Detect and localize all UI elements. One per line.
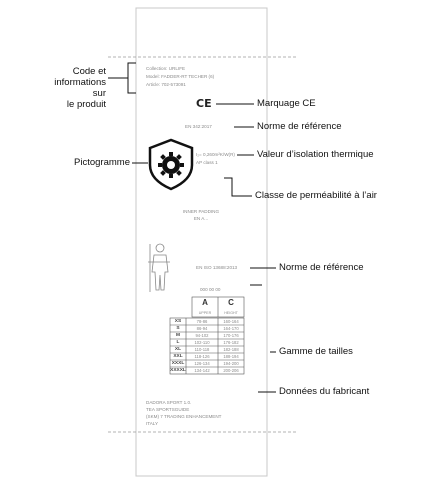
label-wash-note-1: INNER PADDING bbox=[182, 209, 220, 214]
label-article: Article: 702-573091 bbox=[146, 82, 186, 87]
label-en-norm-top: EN 342:2017 bbox=[185, 124, 212, 129]
size-cell-a: 78-86 bbox=[196, 319, 208, 324]
size-cell-c: 194-200 bbox=[223, 361, 239, 366]
label-air-class: AP class 1 bbox=[196, 160, 218, 165]
manufacturer-line-2: TEA SPORTSGUIDE bbox=[146, 407, 190, 412]
size-cell-c: 176-182 bbox=[223, 340, 239, 345]
size-col-c-sub: HEIGHT bbox=[224, 311, 238, 315]
size-cell-a: 110-118 bbox=[194, 347, 210, 352]
label-wash-note-2: EN A... bbox=[193, 216, 209, 221]
callout-manufacturer-data: Données du fabricant bbox=[279, 386, 370, 397]
callout-pictogram: Pictogramme bbox=[74, 157, 130, 168]
protection-pictogram-icon bbox=[148, 138, 194, 191]
callout-thermal-insulation: Valeur d’isolation thermique bbox=[257, 149, 374, 160]
size-cell-a: 126-134 bbox=[194, 361, 210, 366]
size-table-grid bbox=[169, 296, 245, 375]
manufacturer-line-4: ITALY bbox=[146, 421, 159, 426]
size-cell-label: M bbox=[176, 333, 180, 338]
size-cell-a: 94-102 bbox=[195, 333, 209, 338]
ce-mark: CE bbox=[196, 97, 212, 110]
size-cell-c: 182-188 bbox=[223, 347, 239, 352]
size-cell-a: 86-94 bbox=[196, 326, 208, 331]
size-col-a-sub: UPPER bbox=[198, 311, 212, 315]
callout-size-range: Gamme de tailles bbox=[279, 346, 353, 357]
size-cell-c: 164-170 bbox=[223, 326, 239, 331]
size-cell-a: 134-142 bbox=[194, 368, 210, 373]
size-cell-label: XXXXL bbox=[170, 368, 186, 373]
size-cell-label: XXL bbox=[173, 354, 183, 359]
label-insulation-value: I₂= 0,260m²K/W(R) bbox=[196, 152, 235, 157]
callout-air-permeability: Classe de perméabilité à l’air bbox=[255, 190, 377, 201]
size-cell-c: 200-206 bbox=[223, 368, 239, 373]
body-measurement-figure-icon bbox=[148, 243, 170, 292]
product-code-bracket bbox=[127, 62, 136, 94]
label-outline bbox=[135, 7, 268, 477]
size-cell-label: S bbox=[176, 326, 180, 331]
size-cell-c: 160-164 bbox=[223, 319, 239, 324]
size-cell-label: XL bbox=[174, 347, 182, 352]
size-cell-label: XXXL bbox=[171, 361, 185, 366]
size-col-c-header: C bbox=[228, 298, 234, 307]
label-size-note: 000 00 00 bbox=[200, 287, 221, 292]
label-collection: Collection: URLIFE bbox=[146, 66, 186, 71]
manufacturer-line-1: DADORA SPORT 1.0. bbox=[146, 400, 192, 405]
manufacturer-line-3: (SKM) 7 TRADING ENHANCEMENT bbox=[146, 414, 222, 419]
size-cell-a: 118-126 bbox=[194, 354, 210, 359]
callout-ce-marking: Marquage CE bbox=[257, 98, 316, 109]
leader-air bbox=[224, 177, 252, 197]
size-cell-a: 102-110 bbox=[194, 340, 210, 345]
callout-reference-norm-2: Norme de référence bbox=[279, 262, 364, 273]
size-cell-label: L bbox=[176, 340, 180, 345]
callout-product-code: Code et informations sur le produit bbox=[54, 66, 106, 110]
label-en-norm-mid: EN ISO 13688:2013 bbox=[196, 265, 238, 270]
size-cell-label: XS bbox=[174, 319, 182, 324]
callout-reference-norm-1: Norme de référence bbox=[257, 121, 342, 132]
size-cell-c: 188-194 bbox=[223, 354, 239, 359]
size-col-a-header: A bbox=[202, 298, 208, 307]
label-model: Model: FADDER-RT TECHER (6) bbox=[146, 74, 215, 79]
size-cell-c: 170-176 bbox=[223, 333, 239, 338]
